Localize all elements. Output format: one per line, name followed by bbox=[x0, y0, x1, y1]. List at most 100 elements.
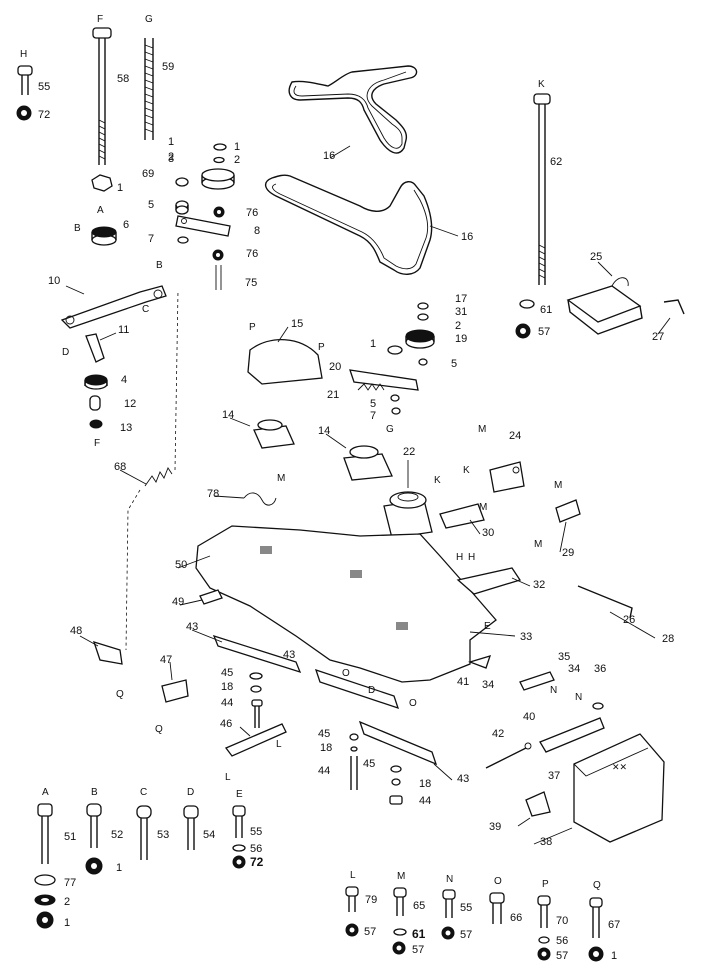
bolt-55-n bbox=[442, 889, 456, 918]
callout-44-center: 44 bbox=[318, 765, 330, 777]
cover-15-illustration bbox=[247, 339, 323, 385]
callout-1-top: 1 bbox=[117, 182, 123, 194]
letter-m-78: M bbox=[277, 473, 285, 484]
washer-61-m bbox=[393, 928, 407, 936]
callout-32: 32 bbox=[533, 579, 545, 591]
arm-10-illustration bbox=[60, 285, 167, 329]
callout-18-left: 18 bbox=[221, 681, 233, 693]
callout-57-n: 57 bbox=[460, 929, 472, 941]
callout-12: 12 bbox=[124, 398, 136, 410]
callout-26: 26 bbox=[623, 614, 635, 626]
letter-f-low: F bbox=[94, 438, 100, 449]
callout-1-bottom-a: 1 bbox=[64, 917, 70, 929]
callout-56-p: 56 bbox=[556, 935, 568, 947]
callout-58: 58 bbox=[117, 73, 129, 85]
callout-8: 8 bbox=[254, 225, 260, 237]
belt-16-lower bbox=[265, 174, 433, 275]
callout-27: 27 bbox=[652, 331, 664, 343]
callout-65: 65 bbox=[413, 900, 425, 912]
bearing-5-right-upper bbox=[418, 358, 428, 366]
bearing-5-left bbox=[175, 200, 189, 215]
callout-28: 28 bbox=[662, 633, 674, 645]
callout-11: 11 bbox=[118, 324, 129, 336]
bracket-49-illustration bbox=[199, 589, 223, 605]
letter-c-arm: C bbox=[142, 304, 149, 315]
callout-1-pulley: 1 bbox=[234, 141, 240, 153]
washer-2-bottom bbox=[34, 894, 56, 906]
bolt-59-illustration bbox=[144, 38, 154, 140]
hinge-37-illustration bbox=[539, 717, 605, 753]
callout-46: 46 bbox=[220, 718, 232, 730]
rod-26-illustration bbox=[577, 585, 633, 619]
letter-a-bottom: A bbox=[42, 787, 49, 798]
bolt-70-illustration bbox=[537, 895, 551, 928]
callout-39: 39 bbox=[489, 821, 501, 833]
letter-q-bottom: Q bbox=[593, 880, 601, 891]
callout-6: 6 bbox=[123, 219, 129, 231]
callout-57-right: 57 bbox=[538, 326, 550, 338]
callout-77: 77 bbox=[64, 877, 76, 889]
letter-d-bottom: D bbox=[187, 787, 194, 798]
callout-57-p: 57 bbox=[556, 950, 568, 962]
letter-q-48: Q bbox=[116, 689, 124, 700]
letter-n-chute-right: N bbox=[575, 692, 582, 703]
callout-7-right: 7 bbox=[370, 410, 376, 422]
bracket-46-illustration bbox=[224, 723, 287, 757]
callout-19: 19 bbox=[455, 333, 467, 345]
letter-l-bottom: L bbox=[350, 870, 356, 881]
washer-31-illustration bbox=[417, 313, 429, 321]
letter-k-24: K bbox=[463, 465, 470, 476]
letter-h-32-left: H bbox=[456, 552, 463, 563]
callout-31: 31 bbox=[455, 306, 467, 318]
callout-24: 24 bbox=[509, 430, 521, 442]
spacer-12-illustration bbox=[89, 395, 101, 411]
callout-37: 37 bbox=[548, 770, 560, 782]
washer-76-a bbox=[213, 206, 225, 218]
callout-45-left: 45 bbox=[221, 667, 233, 679]
callout-62: 62 bbox=[550, 156, 562, 168]
bracket-32-illustration bbox=[456, 567, 522, 595]
washer-56-bottom bbox=[232, 844, 246, 852]
letter-c-bottom: C bbox=[140, 787, 147, 798]
washer-18-left bbox=[250, 685, 262, 693]
nut-57-right bbox=[515, 323, 531, 339]
callout-56-bottom: 56 bbox=[250, 843, 262, 855]
letter-b-right: B bbox=[156, 260, 163, 271]
spindle-22-illustration bbox=[383, 491, 433, 539]
callout-61-m: 61 bbox=[412, 927, 426, 941]
callout-25: 25 bbox=[590, 251, 602, 263]
pulley-3-illustration bbox=[201, 168, 235, 190]
callout-36: 36 bbox=[594, 663, 606, 675]
pin-27-illustration bbox=[663, 299, 685, 315]
letter-d-deck: D bbox=[368, 685, 375, 696]
callout-40: 40 bbox=[523, 711, 535, 723]
nut-1-q bbox=[588, 946, 604, 962]
callout-45-right: 45 bbox=[363, 758, 375, 770]
callout-2-right: 2 bbox=[455, 320, 461, 332]
callout-22: 22 bbox=[403, 446, 415, 458]
bracket-24-illustration bbox=[489, 461, 525, 493]
bolt-52-illustration bbox=[86, 803, 102, 848]
bracket-29-illustration bbox=[555, 499, 581, 523]
callout-30: 30 bbox=[482, 527, 494, 539]
spindle-14-left bbox=[253, 419, 295, 449]
blade-43-left bbox=[212, 634, 302, 674]
nut-72-bottom bbox=[232, 855, 246, 869]
callout-5-right-lower: 5 bbox=[370, 398, 376, 410]
letter-e-bottom: E bbox=[236, 789, 243, 800]
letter-o-deck-a: O bbox=[342, 668, 350, 679]
bolt-67-illustration bbox=[589, 897, 603, 938]
callout-67: 67 bbox=[608, 919, 620, 931]
callout-51: 51 bbox=[64, 831, 76, 843]
callout-72-bottom: 72 bbox=[250, 855, 264, 869]
leader-lines bbox=[65, 145, 671, 845]
bolt-54-illustration bbox=[183, 805, 199, 850]
pulley-4-illustration bbox=[84, 374, 108, 390]
callout-4: 4 bbox=[121, 374, 127, 386]
callout-7-left: 7 bbox=[148, 233, 154, 245]
bracket-25-illustration bbox=[566, 277, 643, 335]
arm-20-illustration bbox=[349, 369, 419, 391]
callout-78: 78 bbox=[207, 488, 219, 500]
washer-18-right bbox=[391, 778, 401, 786]
callout-61-right: 61 bbox=[540, 304, 552, 316]
